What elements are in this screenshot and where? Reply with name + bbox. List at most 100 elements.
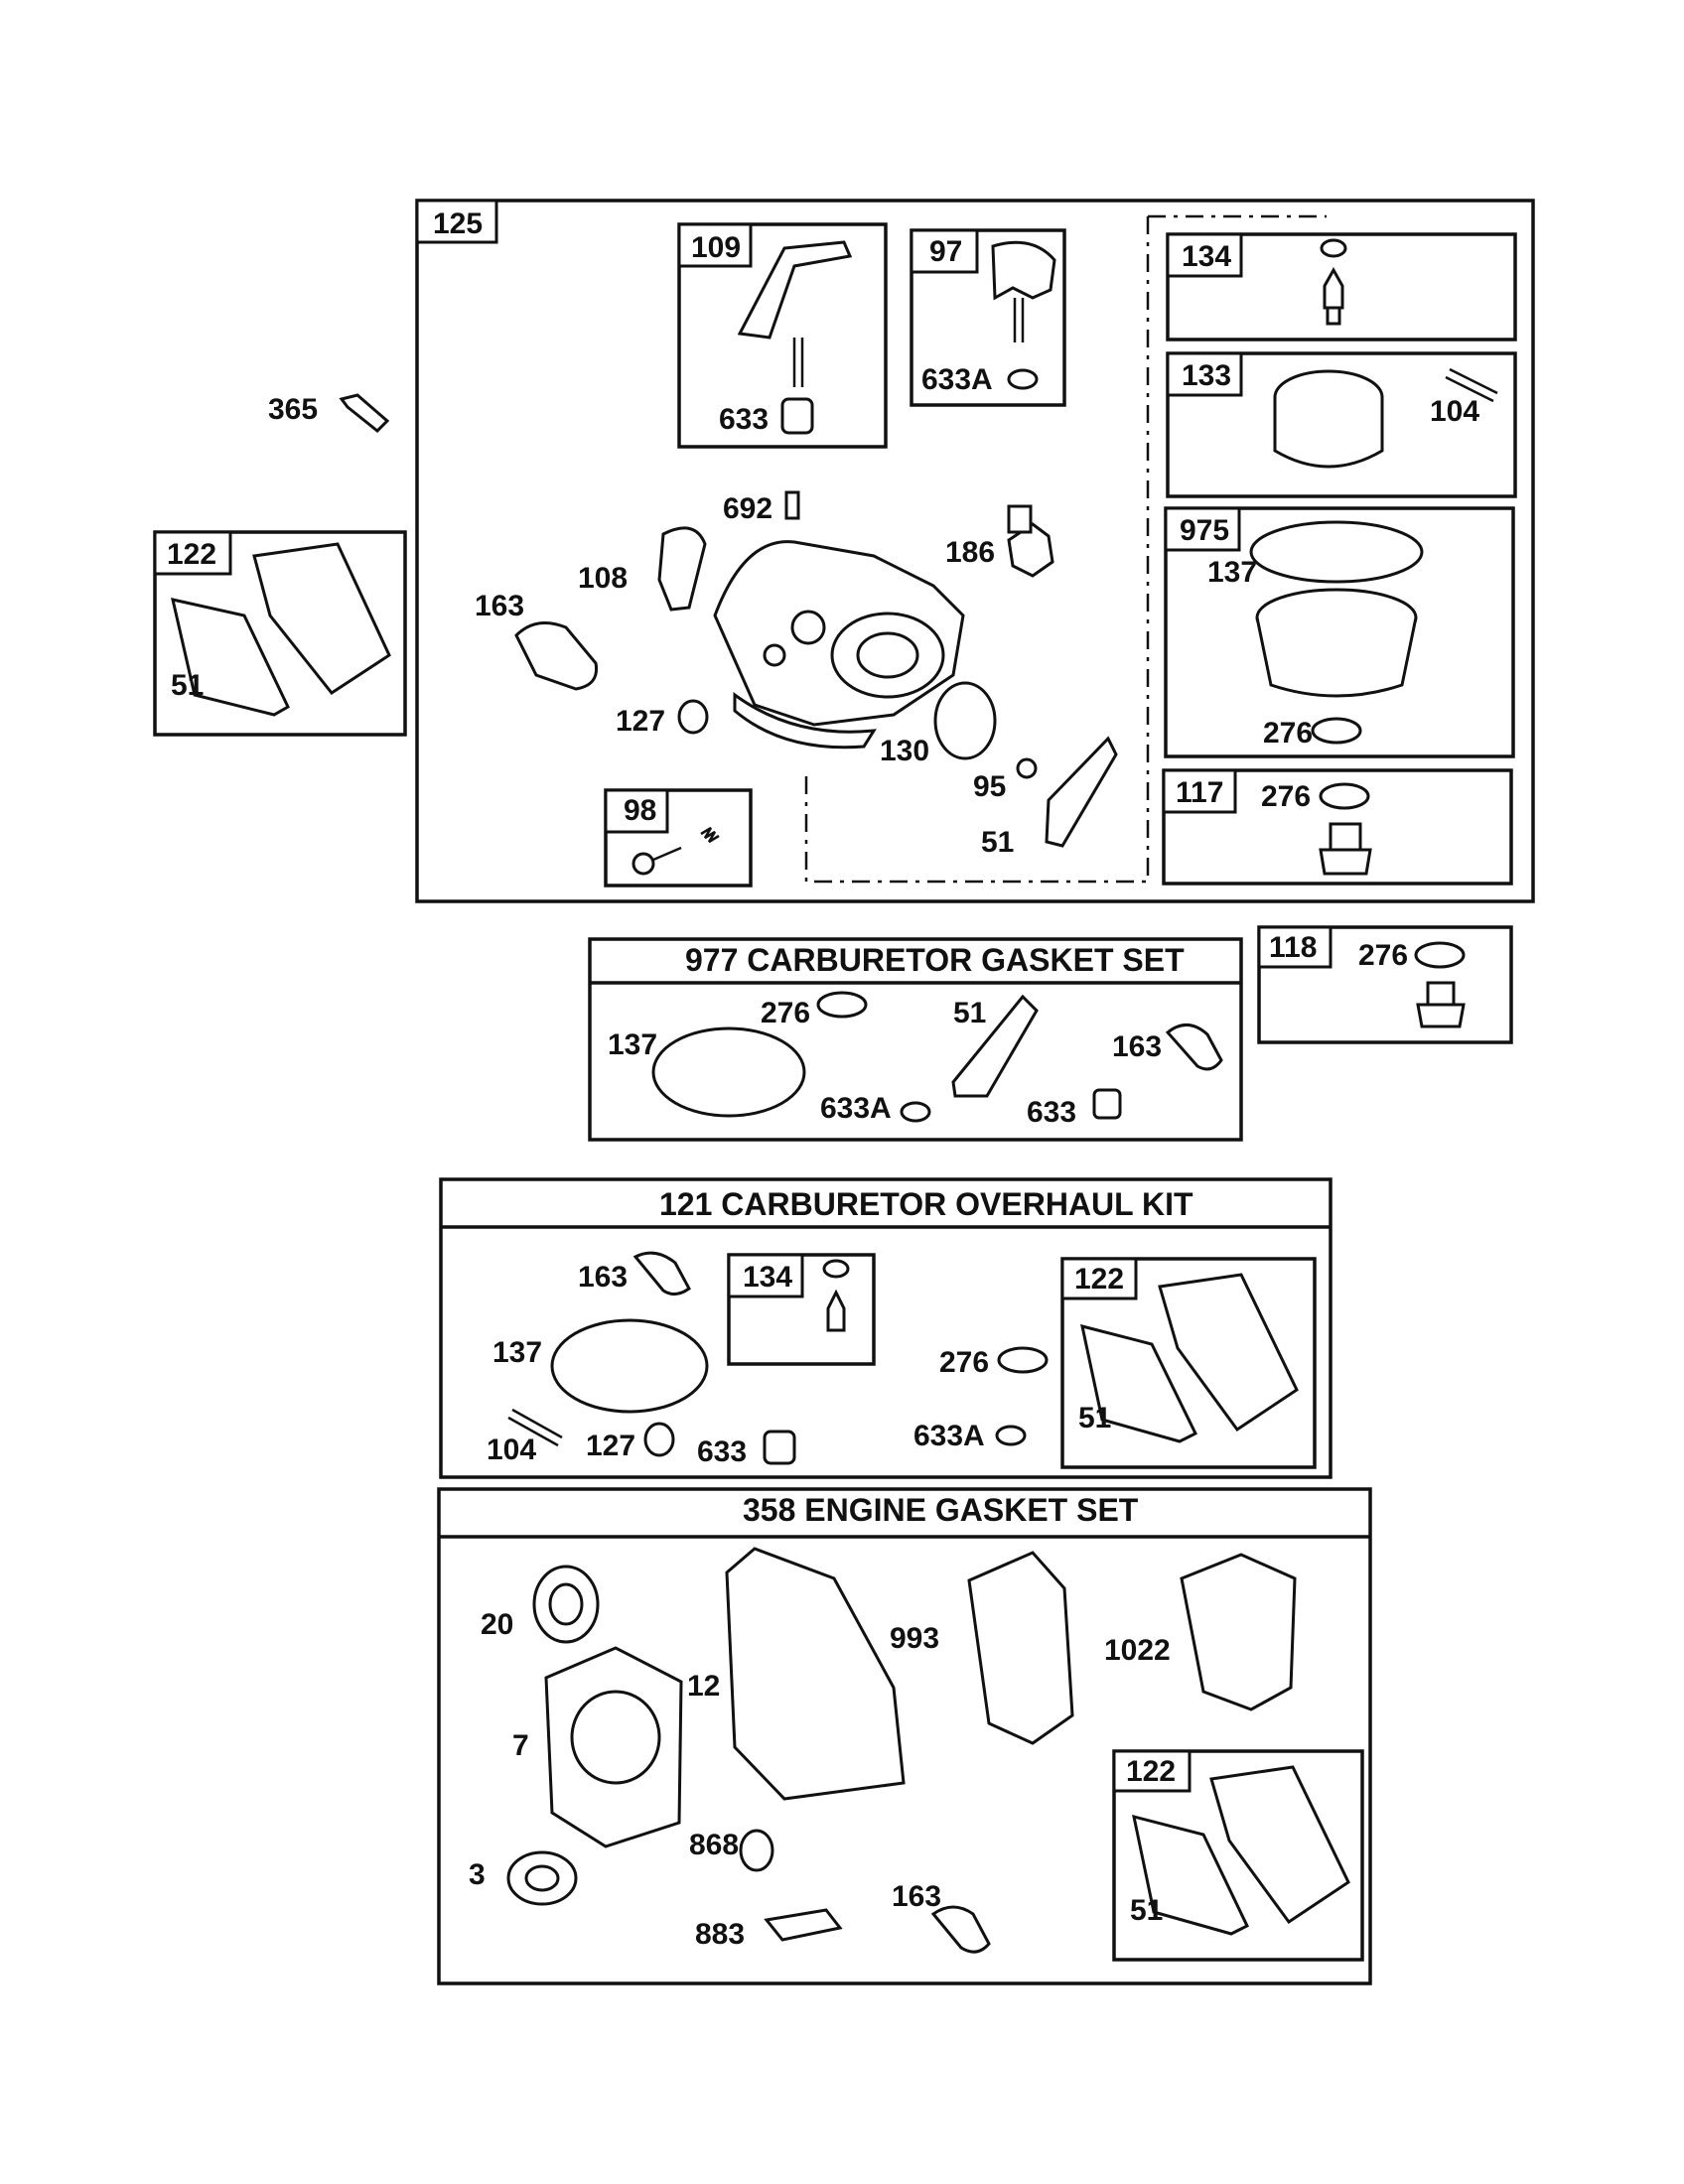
gasket-163-part	[514, 621, 599, 691]
subassembly-975: 975 137 276	[1164, 506, 1515, 758]
tag-118: 118	[1269, 931, 1317, 964]
label-51: 51	[1078, 1402, 1111, 1434]
label-186: 186	[945, 536, 995, 569]
tag-122: 122	[1074, 1263, 1124, 1296]
kit-977-title: 977 CARBURETOR GASKET SET	[685, 942, 1185, 978]
label-51: 51	[981, 826, 1014, 859]
gasket-51-part	[951, 994, 1039, 1098]
intake-part	[252, 542, 391, 696]
subassembly-118: 118 276	[1257, 925, 1513, 1044]
washer-276-part	[1319, 782, 1370, 810]
label-365: 365	[268, 393, 318, 426]
label-276: 276	[939, 1346, 989, 1379]
label-633: 633	[1027, 1096, 1076, 1129]
choke-lever-part	[737, 240, 853, 340]
seal-868-part	[739, 1829, 774, 1872]
bowl-nut-part	[1319, 848, 1372, 876]
subassembly-122-left: 122 51	[153, 530, 407, 737]
label-12: 12	[687, 1670, 720, 1703]
label-104: 104	[1430, 395, 1479, 428]
bushing-633-part	[763, 1430, 796, 1465]
tag-97: 97	[929, 235, 962, 268]
spring-part	[700, 826, 720, 844]
bowl-nut-part	[1416, 1003, 1466, 1028]
washer-633A-part	[1007, 368, 1039, 390]
label-137: 137	[608, 1028, 657, 1061]
dashed-enclosure-line	[804, 214, 1327, 884]
intake-part	[1158, 1273, 1299, 1433]
label-108: 108	[578, 562, 628, 595]
part-365: 365	[268, 393, 390, 434]
label-993: 993	[890, 1622, 939, 1655]
label-7: 7	[512, 1729, 529, 1762]
screw-95-part	[1016, 757, 1038, 779]
label-276: 276	[761, 997, 810, 1029]
label-127: 127	[586, 1430, 635, 1462]
tag-125: 125	[433, 207, 483, 240]
label-130: 130	[880, 735, 929, 767]
gasket-51-part	[1045, 736, 1118, 848]
diaphragm-130-part	[933, 681, 997, 760]
label-1022: 1022	[1104, 1634, 1171, 1667]
washer-276-part	[1414, 941, 1466, 969]
gasket-12-part	[725, 1547, 906, 1801]
tag-134: 134	[1182, 240, 1231, 273]
label-163: 163	[578, 1261, 628, 1294]
label-633A: 633A	[820, 1092, 892, 1125]
label-276: 276	[1358, 939, 1408, 972]
tag-122: 122	[1126, 1755, 1176, 1788]
needle-part	[826, 1289, 846, 1332]
subassembly-98: 98	[604, 788, 753, 887]
tag-134: 134	[743, 1261, 792, 1294]
gasket-883-part	[764, 1908, 843, 1942]
gasket-163-part	[930, 1905, 991, 1954]
label-163: 163	[475, 590, 524, 622]
label-95: 95	[973, 770, 1006, 803]
gasket-163-part	[1165, 1024, 1223, 1071]
subassembly-109: 109 633	[677, 222, 888, 449]
label-276: 276	[1261, 780, 1311, 813]
kit-977: 977 CARBURETOR GASKET SET 137 276 51 163…	[588, 937, 1243, 1142]
label-127: 127	[616, 705, 665, 738]
needle-part	[1323, 266, 1344, 310]
washer-276-part	[997, 1346, 1049, 1374]
label-137: 137	[1207, 556, 1257, 589]
plate-108-part	[657, 526, 707, 612]
label-633A: 633A	[913, 1420, 985, 1452]
throttle-lever-part	[991, 240, 1056, 301]
tag-98: 98	[624, 794, 656, 827]
gasket-163-part	[632, 1251, 691, 1296]
part-692	[784, 490, 800, 520]
label-692: 692	[723, 492, 772, 525]
plug-127-part	[677, 699, 709, 735]
washer-276-part	[816, 991, 868, 1019]
gasket-993-part	[967, 1551, 1074, 1745]
label-883: 883	[695, 1918, 745, 1951]
fitting-186-part	[1007, 522, 1054, 578]
o-ring-137-part	[550, 1318, 709, 1414]
label-633: 633	[697, 1435, 747, 1468]
subassembly-117: 117 276	[1162, 768, 1513, 886]
assembly-125: 125 109 633 97 633A	[415, 199, 1535, 903]
label-51: 51	[171, 669, 204, 702]
tag-975: 975	[1180, 514, 1229, 547]
label-3: 3	[469, 1858, 486, 1891]
kit-121: 121 CARBURETOR OVERHAUL KIT 163 134 137 …	[439, 1177, 1333, 1479]
kit-358: 358 ENGINE GASKET SET 20 12 993 1022 7 8…	[437, 1487, 1372, 1985]
seat-part	[1320, 238, 1347, 258]
label-163: 163	[1112, 1030, 1162, 1063]
gasket-51-part	[1080, 1323, 1198, 1443]
gasket-51-part	[171, 598, 290, 717]
tag-117: 117	[1176, 776, 1223, 809]
label-51: 51	[1130, 1894, 1163, 1927]
intake-part	[1209, 1765, 1350, 1925]
label-137: 137	[492, 1336, 542, 1369]
o-ring-137-part	[1249, 520, 1424, 584]
bushing-633-part	[1092, 1088, 1122, 1120]
plug-127-part	[643, 1422, 675, 1457]
screw-part	[632, 852, 655, 876]
kit-358-title: 358 ENGINE GASKET SET	[743, 1492, 1139, 1528]
label-868: 868	[689, 1829, 739, 1861]
label-51: 51	[953, 997, 986, 1029]
